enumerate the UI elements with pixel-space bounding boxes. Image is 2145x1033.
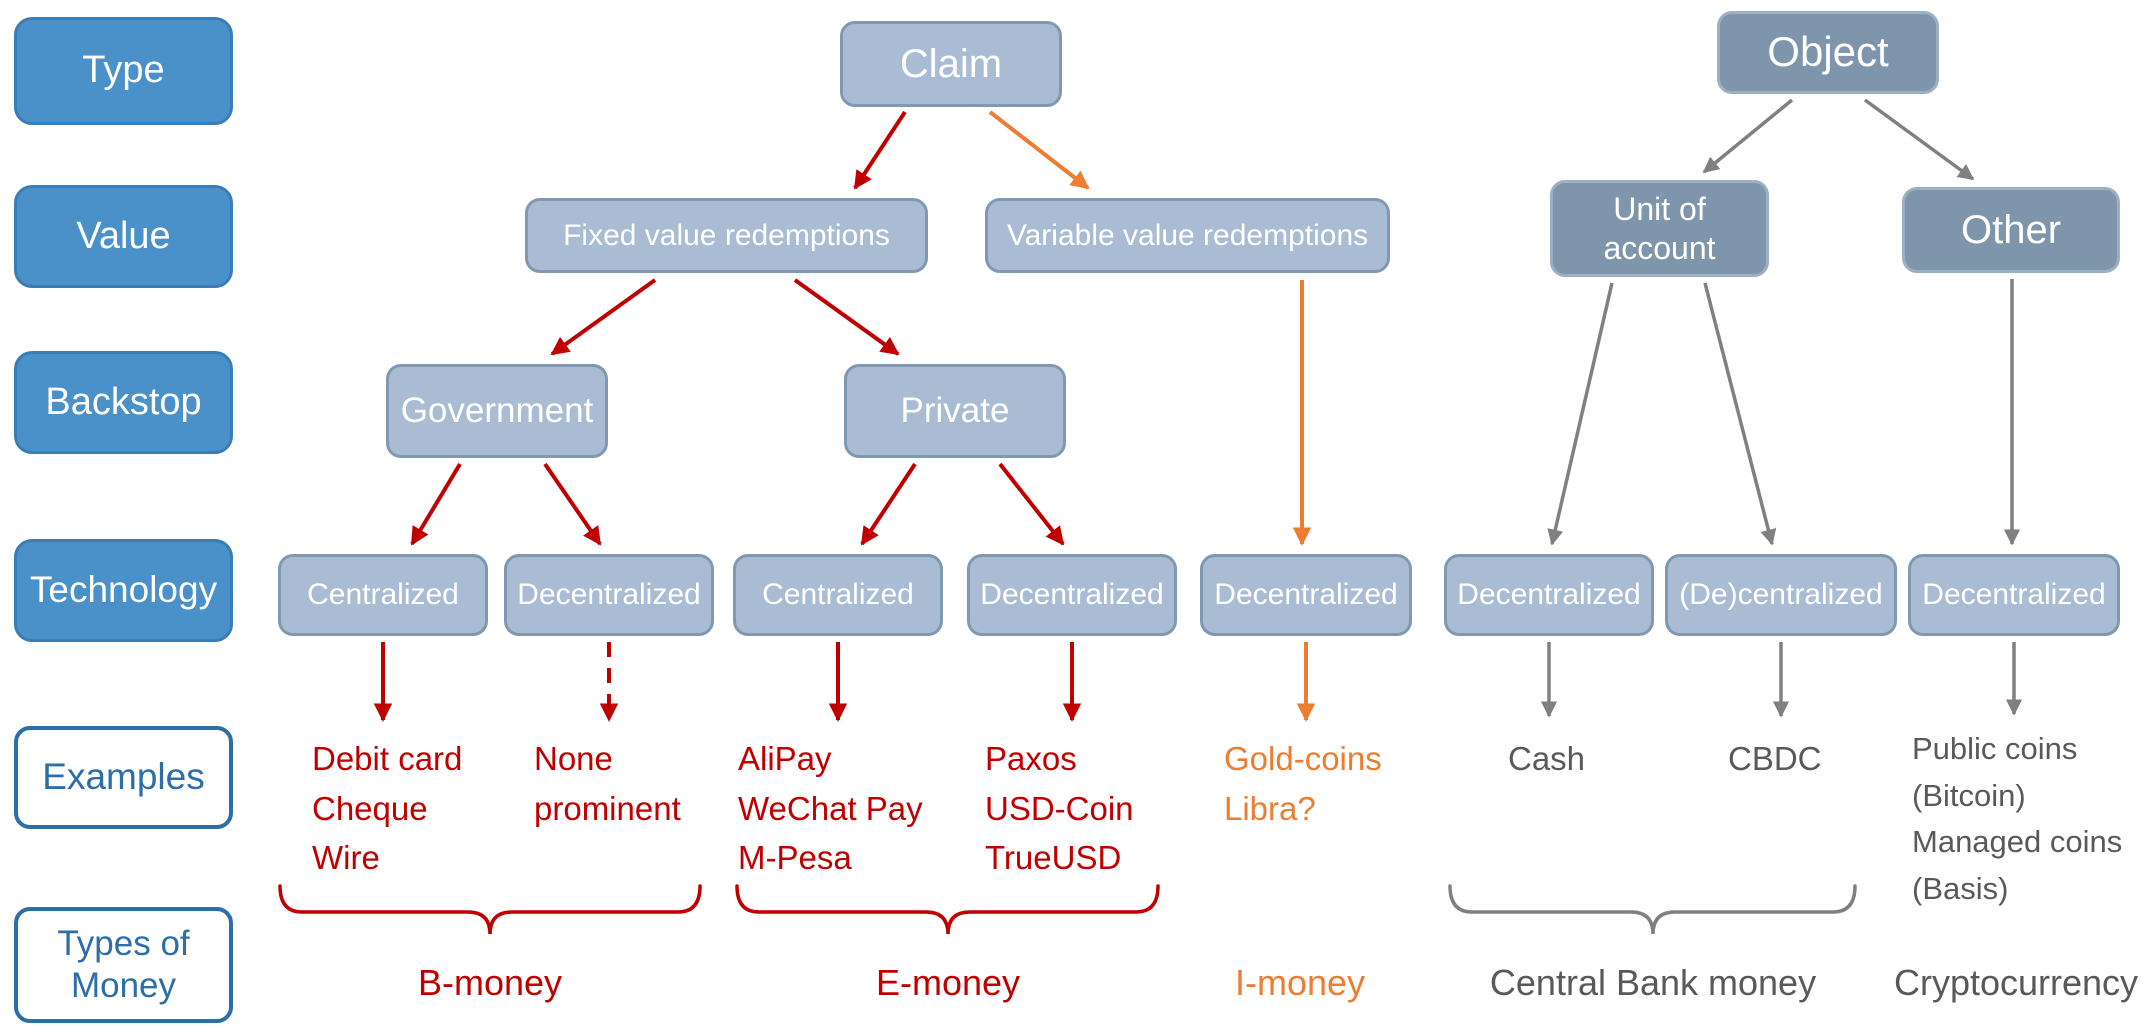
node-unit-of-account: Unit of account (1550, 180, 1769, 277)
arrow-government-to-centralized (410, 462, 462, 546)
money-type-e-money: E-money (875, 962, 1021, 1003)
arrow-object-to-other (1863, 98, 1975, 181)
node-tech-decentralized-crypto: Decentralized (1908, 554, 2120, 636)
node-tech-decentralized-cbdc: (De)centralized (1665, 554, 1897, 636)
node-government: Government (386, 364, 608, 458)
examples-b-money-centralized: Debit card Cheque Wire (312, 740, 463, 876)
sidebar-item-value: Value (14, 185, 233, 288)
examples-cbdc: CBDC (1728, 740, 1822, 777)
sidebar-item-type: Type (14, 17, 233, 125)
arrow-claim-to-fixed (853, 110, 907, 190)
arrow-unit-of-account-to-decentralized-cbdc (1703, 282, 1777, 546)
node-object: Object (1717, 11, 1939, 94)
node-tech-decentralized-gov: Decentralized (504, 554, 714, 636)
examples-b-money-decentralized: None prominent (534, 740, 681, 827)
arrow-unit-of-account-to-decentralized (1547, 282, 1614, 546)
arrow-private-to-decentralized (998, 462, 1065, 546)
brace-e-money (735, 884, 1160, 935)
node-variable-value-redemptions: Variable value redemptions (985, 198, 1390, 273)
node-tech-decentralized-cash: Decentralized (1444, 554, 1654, 636)
sidebar-item-examples: Examples (14, 726, 233, 829)
brace-central-bank-money (1448, 884, 1857, 935)
sidebar-item-technology: Technology (14, 539, 233, 642)
arrow-fixed-to-government (550, 278, 657, 356)
examples-e-money-decentralized: Paxos USD-Coin TrueUSD (985, 740, 1134, 876)
arrow-object-to-unit-of-account (1702, 98, 1794, 174)
arrow-private-to-centralized (860, 462, 917, 546)
money-type-b-money: B-money (417, 962, 563, 1003)
arrow-claim-to-variable (988, 110, 1090, 190)
node-tech-decentralized-imoney: Decentralized (1200, 554, 1412, 636)
node-tech-centralized-priv: Centralized (733, 554, 943, 636)
brace-b-money (278, 884, 702, 935)
arrow-fixed-to-private (793, 278, 900, 356)
sidebar-item-types-of-money: Types of Money (14, 907, 233, 1023)
examples-cash: Cash (1508, 740, 1586, 777)
arrow-government-to-decentralized (543, 462, 602, 546)
node-fixed-value-redemptions: Fixed value redemptions (525, 198, 928, 273)
money-type-i-money: I-money (1234, 962, 1366, 1003)
examples-cryptocurrency: Public coins (Bitcoin) Managed coins (Ba… (1912, 731, 2123, 906)
money-type-central-bank: Central Bank money (1489, 962, 1817, 1003)
node-private: Private (844, 364, 1066, 458)
examples-e-money-centralized: AliPay WeChat Pay M-Pesa (738, 740, 923, 876)
examples-i-money: Gold-coins Libra? (1224, 740, 1382, 827)
node-tech-decentralized-priv: Decentralized (967, 554, 1177, 636)
node-other: Other (1902, 187, 2120, 273)
node-tech-centralized-gov: Centralized (278, 554, 488, 636)
sidebar-item-backstop: Backstop (14, 351, 233, 454)
money-type-cryptocurrency: Cryptocurrency (1893, 962, 2139, 1003)
node-claim: Claim (840, 21, 1062, 107)
